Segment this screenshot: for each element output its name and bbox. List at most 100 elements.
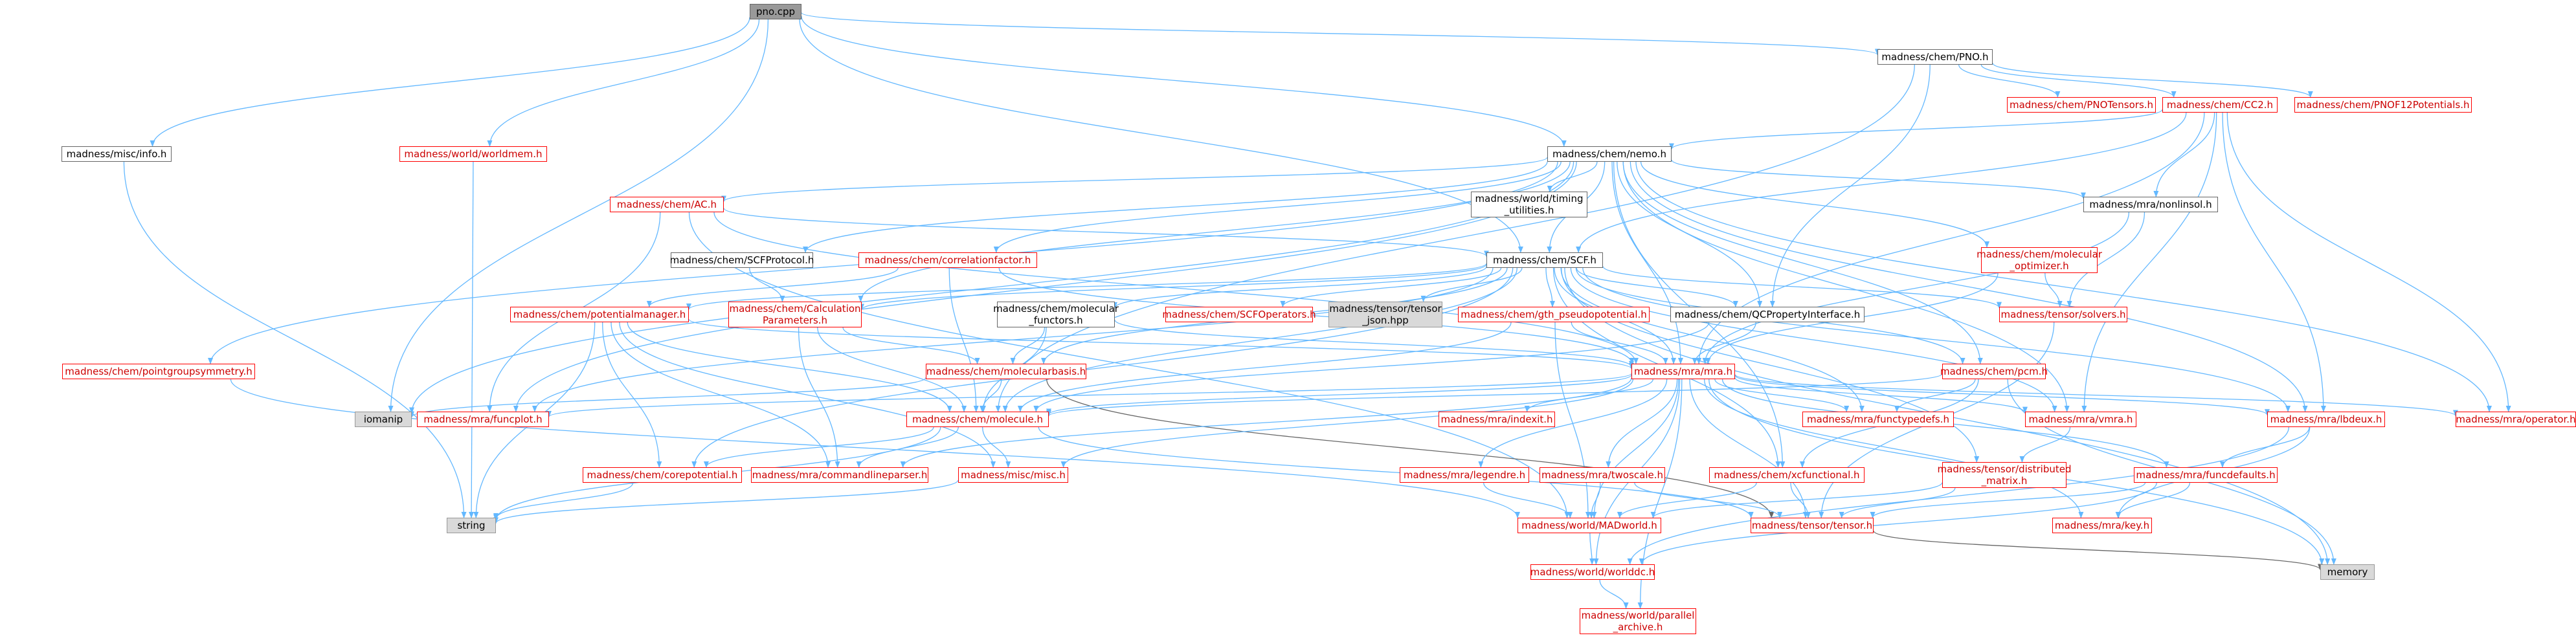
edge-scf-to-potman: [686, 263, 1487, 311]
node-parallel-archive[interactable]: madness/world/parallel_archive.h: [1580, 608, 1696, 634]
edge-nemo-to-lbdeux: [1630, 161, 2308, 412]
edge-calcparams-to-cmdlineparser: [798, 327, 840, 468]
edge-scf-to-molfunctors: [1112, 266, 1487, 309]
node-funcplot[interactable]: madness/mra/funcplot.h: [417, 412, 549, 427]
edge-mra-to-twoscale: [1606, 379, 1678, 468]
node-ac[interactable]: madness/chem/AC.h: [610, 197, 724, 212]
edge-nemo-to-timing: [1547, 161, 1598, 192]
edge-potman-to-mra: [688, 318, 1634, 370]
edge-ac-to-mra: [713, 212, 1639, 364]
node-scfoperators[interactable]: madness/chem/SCFOperators.h: [1162, 307, 1316, 322]
node-correlationfactor[interactable]: madness/chem/correlationfactor.h: [858, 252, 1037, 268]
node-potentialmanager[interactable]: madness/chem/potentialmanager.h: [510, 307, 689, 322]
edge-potman-to-cmdlineparser: [610, 322, 831, 468]
node-pnotensors[interactable]: madness/chem/PNOTensors.h: [2007, 97, 2156, 113]
node-xcfunctional[interactable]: madness/chem/xcfunctional.h: [1709, 467, 1865, 483]
node-solvers[interactable]: madness/tensor/solvers.h: [1999, 307, 2127, 322]
edge-nemo-to-molopt: [1640, 161, 1989, 248]
node-molecularbasis[interactable]: madness/chem/molecularbasis.h: [926, 364, 1086, 379]
node-mra[interactable]: madness/mra/mra.h: [1631, 364, 1735, 379]
edge-funcdefaults-to-worlddc: [1639, 482, 2157, 565]
edge-scf-to-molecule: [1002, 267, 1518, 412]
edge-distmatrix-to-madworld: [1650, 482, 1943, 518]
edge-pno_cpp-to-nemo: [801, 16, 1567, 147]
node-vmra[interactable]: madness/mra/vmra.h: [2025, 412, 2136, 427]
node-misc-misc[interactable]: madness/misc/misc.h: [958, 467, 1068, 483]
node-twoscale[interactable]: madness/mra/twoscale.h: [1540, 467, 1665, 483]
node-timing-utilities[interactable]: madness/world/timing_utilities.h: [1471, 192, 1587, 217]
node-indexit[interactable]: madness/mra/indexit.h: [1439, 412, 1555, 427]
node-funcdefaults[interactable]: madness/mra/funcdefaults.h: [2134, 467, 2278, 483]
edge-nemo-to-nonlinsol: [1671, 159, 2086, 199]
node-tensor[interactable]: madness/tensor/tensor.h: [1751, 518, 1874, 533]
edge-potman-to-molecule: [627, 322, 952, 412]
node-nonlinsol[interactable]: madness/mra/nonlinsol.h: [2083, 197, 2218, 212]
edge-pno_cpp-to-chem_pno_h: [801, 12, 1880, 56]
node-gth-pseudopotential[interactable]: madness/chem/gth_pseudopotential.h: [1458, 307, 1650, 322]
edge-scf-to-corepotential: [691, 267, 1514, 468]
node-cc2[interactable]: madness/chem/CC2.h: [2162, 97, 2278, 113]
edge-tensor-to-memory: [1873, 530, 2323, 571]
edge-xcfunctional-to-madworld: [1617, 482, 1757, 518]
edge-madworld-to-worlddc: [1589, 533, 1595, 565]
edge-mra-to-tensor: [1689, 379, 1808, 518]
node-worlddc[interactable]: madness/world/worlddc.h: [1530, 564, 1655, 580]
edge-corrfactor-to-molecule: [948, 267, 979, 412]
edge-pno_cpp-to-misc_info: [150, 17, 750, 147]
node-madworld[interactable]: madness/world/MADworld.h: [1518, 518, 1661, 533]
edge-chem_pno_h-to-molecule: [995, 64, 1915, 412]
node-molecular-functors[interactable]: madness/chem/molecular_functors.h: [993, 302, 1119, 327]
node-molecular-optimizer[interactable]: madness/chem/molecular_optimizer.h: [1977, 247, 2102, 273]
edge-potman-to-corepotential: [602, 322, 662, 468]
edge-legendre-to-madworld: [1483, 482, 1573, 518]
edge-nemo-to-pcm: [1622, 161, 1983, 364]
node-commandlineparser[interactable]: madness/mra/commandlineparser.h: [751, 467, 928, 483]
edge-molfunctors-to-mra: [1114, 319, 1634, 368]
node-functypedefs[interactable]: madness/mra/functypedefs.h: [1802, 412, 1954, 427]
node-lbdeux[interactable]: madness/mra/lbdeux.h: [2267, 412, 2385, 427]
node-pno-cpp[interactable]: pno.cpp: [750, 4, 801, 19]
edge-cc2-to-nonlinsol: [2153, 112, 2215, 197]
edge-worldmem-to-string: [469, 161, 475, 518]
edge-potman-to-miscmisc: [619, 322, 996, 468]
node-chem-pno-h[interactable]: madness/chem/PNO.h: [1877, 49, 1993, 65]
node-tensor-json[interactable]: madness/tensor/tensor_json.hpp: [1328, 302, 1442, 327]
edge-scf-to-vmra: [1570, 267, 2057, 412]
edge-mra-to-indexit: [1524, 379, 1653, 412]
edge-chem_pno_h-to-pnof12: [1992, 62, 2313, 98]
edge-cc2-to-operator: [2226, 112, 2511, 412]
edge-cc2-to-nemo: [1669, 109, 2163, 150]
node-memory[interactable]: memory: [2320, 564, 2375, 580]
node-string[interactable]: string: [447, 518, 496, 533]
node-nemo[interactable]: madness/chem/nemo.h: [1547, 146, 1672, 162]
node-scfprotocol[interactable]: madness/chem/SCFProtocol.h: [670, 252, 814, 268]
node-pcm[interactable]: madness/chem/pcm.h: [1940, 364, 2048, 379]
edge-corepotential-to-string: [493, 482, 634, 520]
node-misc-info[interactable]: madness/misc/info.h: [62, 146, 172, 162]
node-scf[interactable]: madness/chem/SCF.h: [1486, 252, 1603, 268]
edge-molbasis-to-tensor: [1046, 379, 1775, 518]
edge-chem_pno_h-to-pnotensors: [1958, 64, 2061, 98]
node-legendre[interactable]: madness/mra/legendre.h: [1400, 467, 1529, 483]
node-key[interactable]: madness/mra/key.h: [2052, 518, 2152, 533]
edge-molfunctors-to-molbasis: [1010, 327, 1046, 364]
node-distributed-matrix[interactable]: madness/tensor/distributed_matrix.h: [1937, 462, 2072, 488]
edge-mra-to-miscmisc: [1060, 379, 1634, 468]
node-molecule[interactable]: madness/chem/molecule.h: [906, 412, 1049, 427]
node-pnof12potentials[interactable]: madness/chem/PNOF12Potentials.h: [2294, 97, 2472, 113]
edge-mra-to-funcplot: [546, 373, 1632, 417]
edge-nonlinsol-to-solvers: [2066, 212, 2145, 307]
node-operator[interactable]: madness/mra/operator.h: [2456, 412, 2576, 427]
node-pointgroupsymmetry[interactable]: madness/chem/pointgroupsymmetry.h: [62, 364, 255, 379]
node-worldmem[interactable]: madness/world/worldmem.h: [399, 146, 547, 162]
edge-funcdefaults-to-tensor: [1870, 482, 2146, 518]
node-iomanip[interactable]: iomanip: [355, 412, 412, 427]
edge-mra-to-functypedefs: [1714, 379, 1850, 412]
node-qcpropertyinterface[interactable]: madness/chem/QCPropertyInterface.h: [1670, 307, 1865, 322]
edge-distmatrix-to-tensor: [1839, 487, 1956, 518]
edge-gthpseudo-to-molecule: [1018, 322, 1512, 412]
edge-nemo-to-corrfactor: [993, 161, 1562, 253]
node-corepotential[interactable]: madness/chem/corepotential.h: [583, 467, 742, 483]
edge-vmra-to-distmatrix: [2019, 426, 2071, 463]
